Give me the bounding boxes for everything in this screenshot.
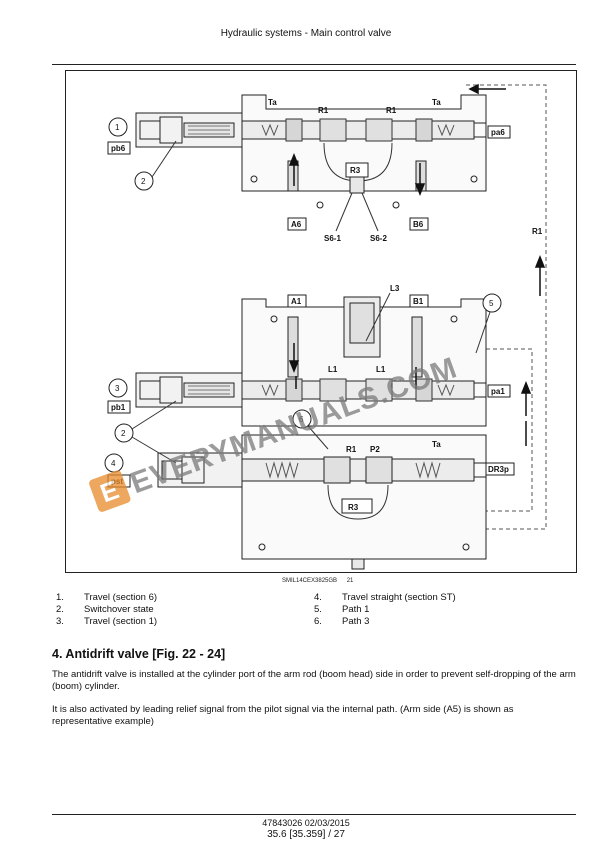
figure-code: SMIL14CEX3825GB [282,578,338,584]
figure-number: 21 [346,578,354,584]
paragraph-2: It is also activated by leading relief s… [52,704,514,727]
legend-number: 3. [56,616,64,627]
legend-text: Travel straight (section ST) [342,592,456,603]
label-p2: P2 [370,445,380,454]
legend-text: Travel (section 1) [84,616,158,627]
label-s6-1: S6-1 [324,234,341,243]
label-b6: B6 [413,220,424,229]
callout-6: 6 [292,409,329,450]
dashed-path-1 [456,348,533,512]
label-pa6: pa6 [491,128,505,137]
legend-item: 3. Travel (section 1) [52,616,302,628]
callout-5: 5 [475,293,502,354]
legend-text: Travel (section 6) [84,592,158,603]
label-r1-top-a: R1 [318,106,329,115]
dashed-return-path [446,84,547,530]
footer-page-number: 35.6 [35.359] / 27 [267,829,345,840]
callout-4-number: 4 [111,459,116,468]
label-a1: A1 [291,297,302,306]
label-r3-top: R3 [350,166,361,175]
arrow-up-right [534,254,546,296]
label-r1-top-b: R1 [386,106,397,115]
section-heading: 4. Antidrift valve [Fig. 22 - 24] [52,647,226,661]
header-rule [52,64,576,65]
callout-4: 4 [104,453,124,473]
label-dr3p: DR3p [488,465,509,474]
callout-2a-number: 2 [141,177,146,186]
label-r1-bottom: R1 [346,445,357,454]
label-a6: A6 [291,220,302,229]
label-r3-bottom: R3 [348,503,359,512]
label-s6-2: S6-2 [370,234,387,243]
label-ta-top-left: Ta [268,98,277,107]
legend-number: 1. [56,592,64,603]
legend-text: Path 3 [342,616,370,627]
valve-section-6 [135,94,487,209]
callout-6-number: 6 [299,415,304,424]
page-header: Hydraulic systems - Main control valve [220,28,392,39]
legend-item: 5. Path 1 [310,604,560,616]
footer-doc-id: 47843026 02/03/2015 [262,818,350,828]
callout-2b: 2 [114,400,177,464]
legend-number: 2. [56,604,64,615]
label-ta-bottom: Ta [432,440,441,449]
valve-section-st [157,434,487,570]
legend-item: 2. Switchover state [52,604,302,616]
label-b1: B1 [413,297,424,306]
label-r1-side: R1 [532,227,543,236]
arrow-left-top [468,83,506,95]
figure-reference: SMIL14CEX3825GB 21 [282,578,353,584]
callout-3: 3 [108,378,128,398]
callout-3-number: 3 [115,384,120,393]
callout-1: 1 [108,117,128,137]
callout-5-number: 5 [489,299,494,308]
label-l1-b: L1 [376,365,386,374]
legend-item: 1. Travel (section 6) [52,592,302,604]
legend-number: 6. [314,616,322,627]
label-l3: L3 [390,284,400,293]
callout-2a: 2 [134,140,177,191]
arrow-up-right-2 [520,380,532,446]
legend-text: Switchover state [84,604,154,615]
callout-2b-number: 2 [121,429,126,438]
label-ta-top-right: Ta [432,98,441,107]
paragraph-1: The antidrift valve is installed at the … [52,669,576,692]
hydraulic-diagram: Ta R1 R1 Ta pb6 pa6 R3 A6 B6 S6-1 S6-2 R… [65,70,577,573]
legend-text: Path 1 [342,604,370,615]
watermark-logo [89,470,131,512]
label-pb1: pb1 [111,403,126,412]
valve-section-1 [135,296,487,427]
legend-number: 5. [314,604,322,615]
legend-item: 4. Travel straight (section ST) [310,592,560,604]
label-l1-a: L1 [328,365,338,374]
footer-rule [52,814,576,815]
legend-number: 4. [314,592,322,603]
label-pb6: pb6 [111,144,126,153]
callout-1-number: 1 [115,123,120,132]
legend-item: 6. Path 3 [310,616,560,628]
label-pa1: pa1 [491,387,505,396]
